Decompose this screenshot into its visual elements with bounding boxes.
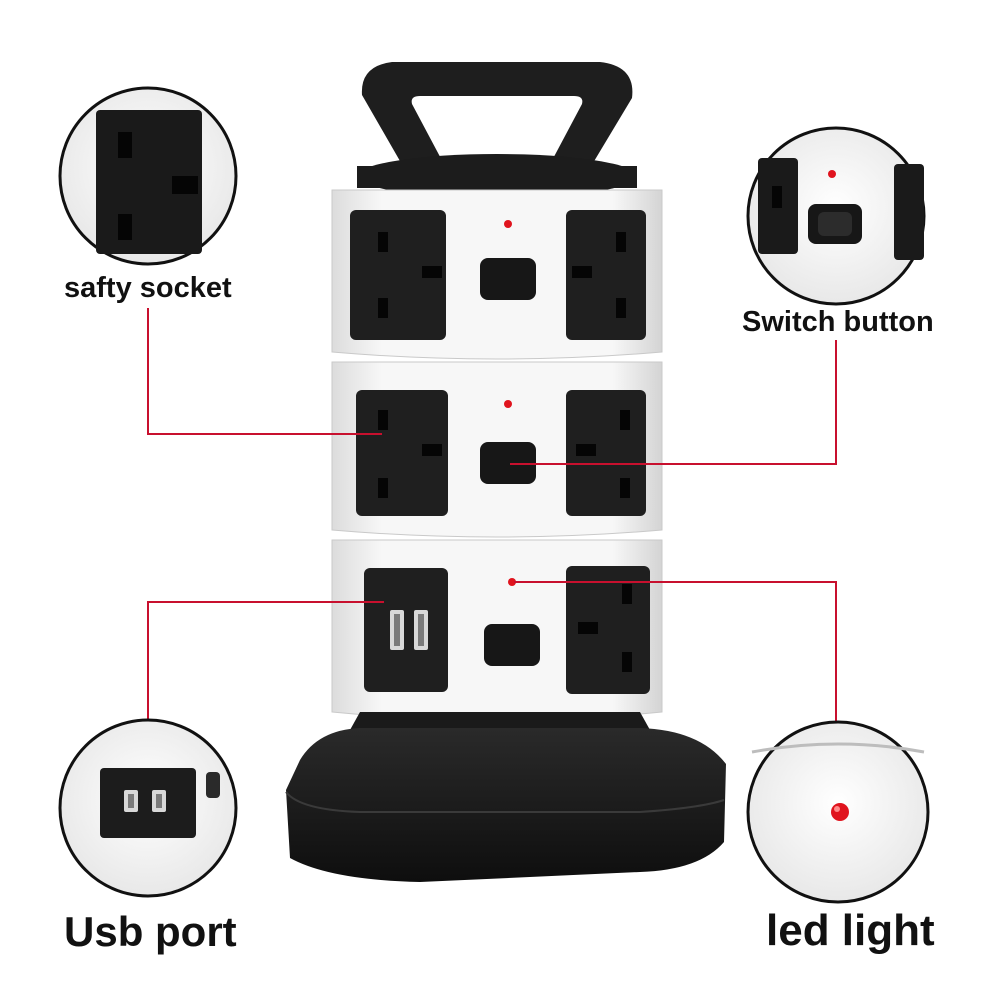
callout-lines [147, 308, 837, 728]
zoom-circle-led [746, 720, 930, 904]
label-safety-socket: safty socket [64, 272, 232, 304]
switch-button-icon [480, 258, 536, 300]
usb-port-icon [364, 568, 448, 692]
usb-port-icon [100, 768, 196, 838]
tower-base [285, 712, 726, 882]
tier-2 [331, 361, 663, 538]
led-light-icon [504, 400, 512, 408]
carry-handle-icon [361, 62, 633, 168]
zoom-circle-switch [746, 126, 926, 306]
led-light-icon [504, 220, 512, 228]
tier-1 [331, 189, 663, 360]
led-light-icon [508, 578, 516, 586]
callout-line-usb [147, 601, 384, 722]
safety-socket-icon [350, 210, 446, 340]
tier-3 [331, 539, 663, 721]
switch-button-icon [484, 624, 540, 666]
switch-button-icon [480, 442, 536, 484]
zoom-circle-socket [58, 86, 238, 266]
label-led-light: led light [766, 906, 935, 955]
callout-line-socket [147, 308, 382, 435]
label-usb-port: Usb port [64, 908, 237, 955]
led-light-icon [831, 803, 849, 821]
zoom-circle-usb [58, 718, 238, 898]
label-switch-button: Switch button [742, 306, 934, 338]
callout-line-led [514, 581, 837, 728]
callout-line-switch [510, 340, 837, 465]
